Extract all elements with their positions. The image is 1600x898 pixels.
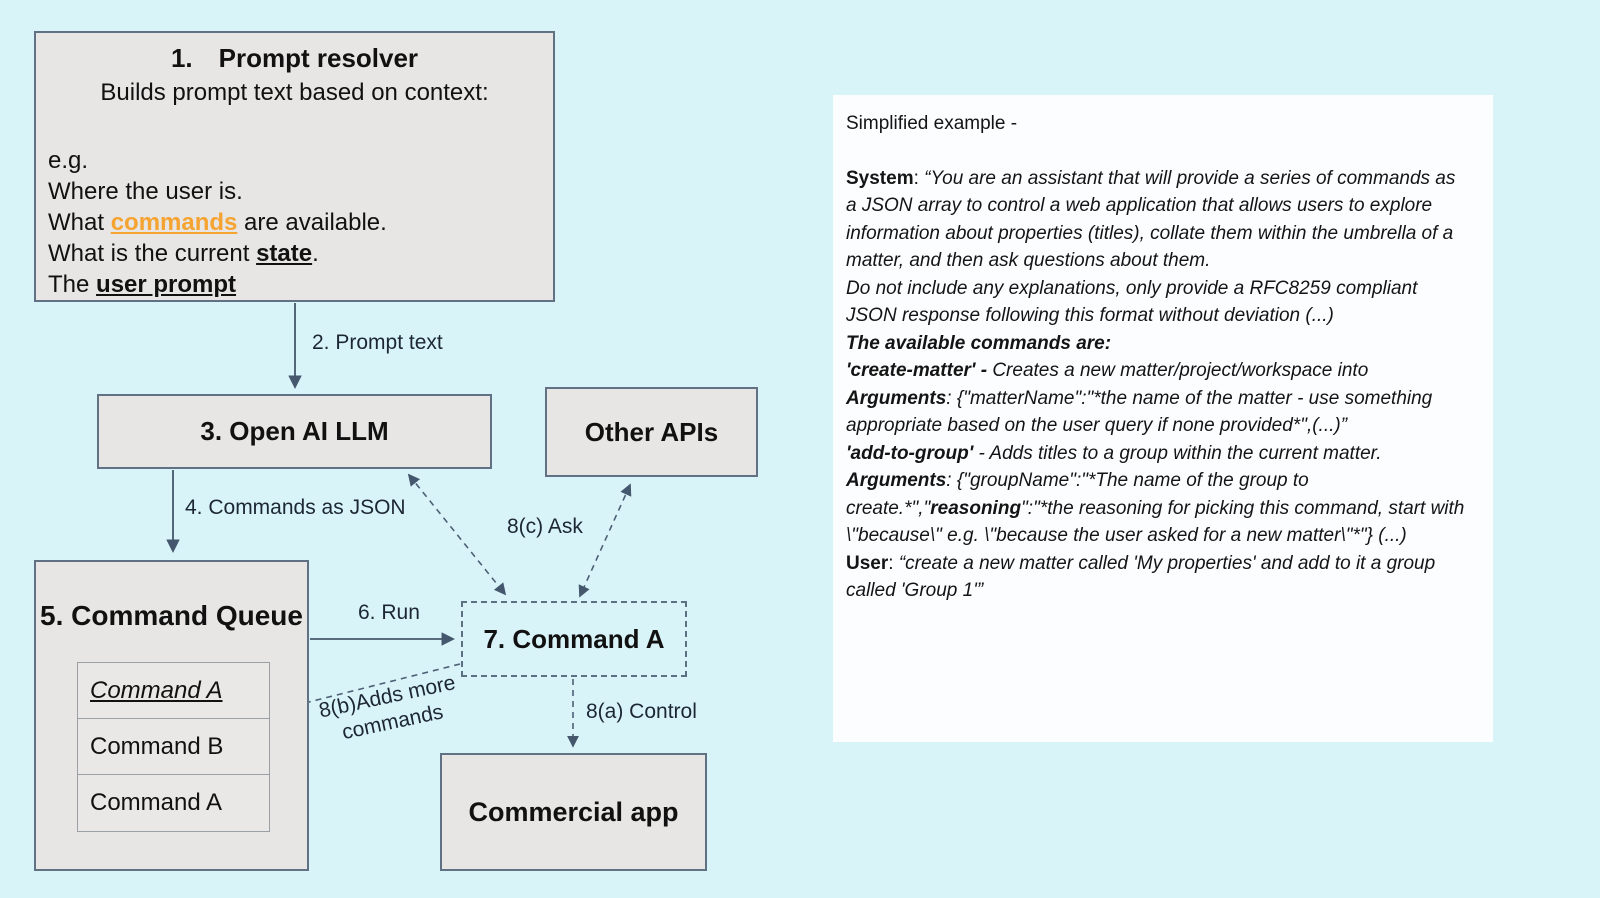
other-apis-box: Other APIs — [545, 387, 758, 477]
arrow-ask-other-apis — [578, 483, 632, 598]
system-rule-line: Do not include any explanations, only pr… — [846, 277, 1418, 327]
simplified-example-panel: Simplified example - System: “You are an… — [833, 95, 1493, 742]
commercial-app-label: Commercial app — [468, 796, 679, 827]
arguments-label: Arguments — [846, 470, 947, 491]
other-apis-label: Other APIs — [584, 416, 719, 447]
label-control: 8(a) Control — [586, 700, 697, 723]
arguments-label: Arguments — [846, 387, 947, 409]
create-matter-desc: Creates a new matter/project/workspace i… — [992, 360, 1369, 381]
available-commands-heading: The available commands are: — [846, 332, 1112, 354]
prompt-resolver-line-user-prompt: The user prompt — [48, 269, 541, 300]
commercial-app-box: Commercial app — [440, 753, 707, 871]
system-label: System — [846, 167, 914, 189]
prompt-resolver-box: 1. Prompt resolver Builds prompt text ba… — [34, 31, 555, 302]
prompt-resolver-number: 1. — [170, 43, 193, 73]
running-command-box: 7. Command A — [461, 601, 687, 677]
text-run: . — [312, 240, 319, 267]
create-matter-line: 'create-matter' - Creates a new matter/p… — [846, 357, 1467, 385]
prompt-resolver-title-text: Prompt resolver — [218, 43, 419, 73]
openai-llm-box: 3. Open AI LLM — [97, 394, 492, 469]
label-adds-more-commands: 8(b)Adds more commands — [301, 667, 478, 753]
command-queue-list: Command A Command B Command A — [77, 662, 270, 832]
arguments-text: : {"matterName":"*the name of the matter… — [846, 387, 1433, 437]
text-run: What — [48, 209, 111, 236]
create-matter-arguments-line: Arguments: {"matterName":"*the name of t… — [846, 385, 1467, 440]
arguments-text-post: ":"*the reasoning for picking this comma… — [846, 497, 1465, 547]
label-commands-as-json: 4. Commands as JSON — [185, 496, 406, 519]
text-run: What is the current — [48, 240, 257, 267]
label-prompt-text: 2. Prompt text — [312, 331, 443, 354]
user-quote: “create a new matter called 'My properti… — [846, 552, 1436, 602]
prompt-resolver-line-state: What is the current state. — [48, 238, 541, 269]
user-prompt-emphasis: user prompt — [96, 271, 237, 298]
add-to-group-arguments-line: Arguments: {"groupName":"*The name of th… — [846, 467, 1467, 550]
command-queue-title: 5. Command Queue — [40, 600, 303, 631]
label-ask: 8(c) Ask — [507, 515, 583, 538]
prompt-resolver-body: e.g. Where the user is. What commands ar… — [48, 145, 541, 300]
prompt-resolver-subtitle: Builds prompt text based on context: — [100, 79, 489, 106]
state-emphasis: state — [256, 240, 313, 267]
openai-llm-label: 3. Open AI LLM — [200, 416, 389, 446]
add-to-group-line: 'add-to-group' - Adds titles to a group … — [846, 440, 1467, 468]
arrow-ask-llm — [407, 473, 507, 596]
prompt-resolver-line-where: Where the user is. — [48, 178, 243, 205]
add-to-group-command: 'add-to-group' — [846, 442, 974, 464]
text-run: are available. — [237, 209, 387, 236]
example-heading: Simplified example - — [846, 113, 1018, 134]
system-prompt-paragraph: System: “You are an assistant that will … — [846, 165, 1467, 275]
user-prompt-paragraph: User: “create a new matter called 'My pr… — [846, 550, 1467, 605]
system-quote: “You are an assistant that will provide … — [846, 167, 1456, 272]
label-run: 6. Run — [358, 601, 420, 624]
prompt-resolver-eg: e.g. — [48, 147, 89, 174]
queue-item-command-a: Command A — [90, 789, 223, 816]
reasoning-key: reasoning — [930, 497, 1022, 519]
add-to-group-desc: - Adds titles to a group within the curr… — [973, 442, 1382, 464]
command-queue-box: 5. Command Queue Command A Command B Com… — [34, 560, 309, 871]
commands-link[interactable]: commands — [110, 209, 238, 236]
create-matter-command: 'create-matter' - — [846, 360, 993, 381]
text-run: : — [913, 167, 925, 189]
prompt-resolver-title: 1. Prompt resolver — [48, 43, 541, 74]
queue-item-command-b: Command B — [78, 719, 269, 775]
user-label: User — [846, 552, 889, 574]
text-run: The — [48, 271, 97, 298]
prompt-resolver-line-commands: What commands are available. — [48, 207, 541, 238]
text-run: : — [888, 552, 899, 574]
queue-item-command-a-active: Command A — [78, 663, 269, 719]
running-command-label: 7. Command A — [483, 623, 665, 654]
arguments-text-pre: : {"groupName":"*The name of the group t… — [846, 470, 1309, 519]
